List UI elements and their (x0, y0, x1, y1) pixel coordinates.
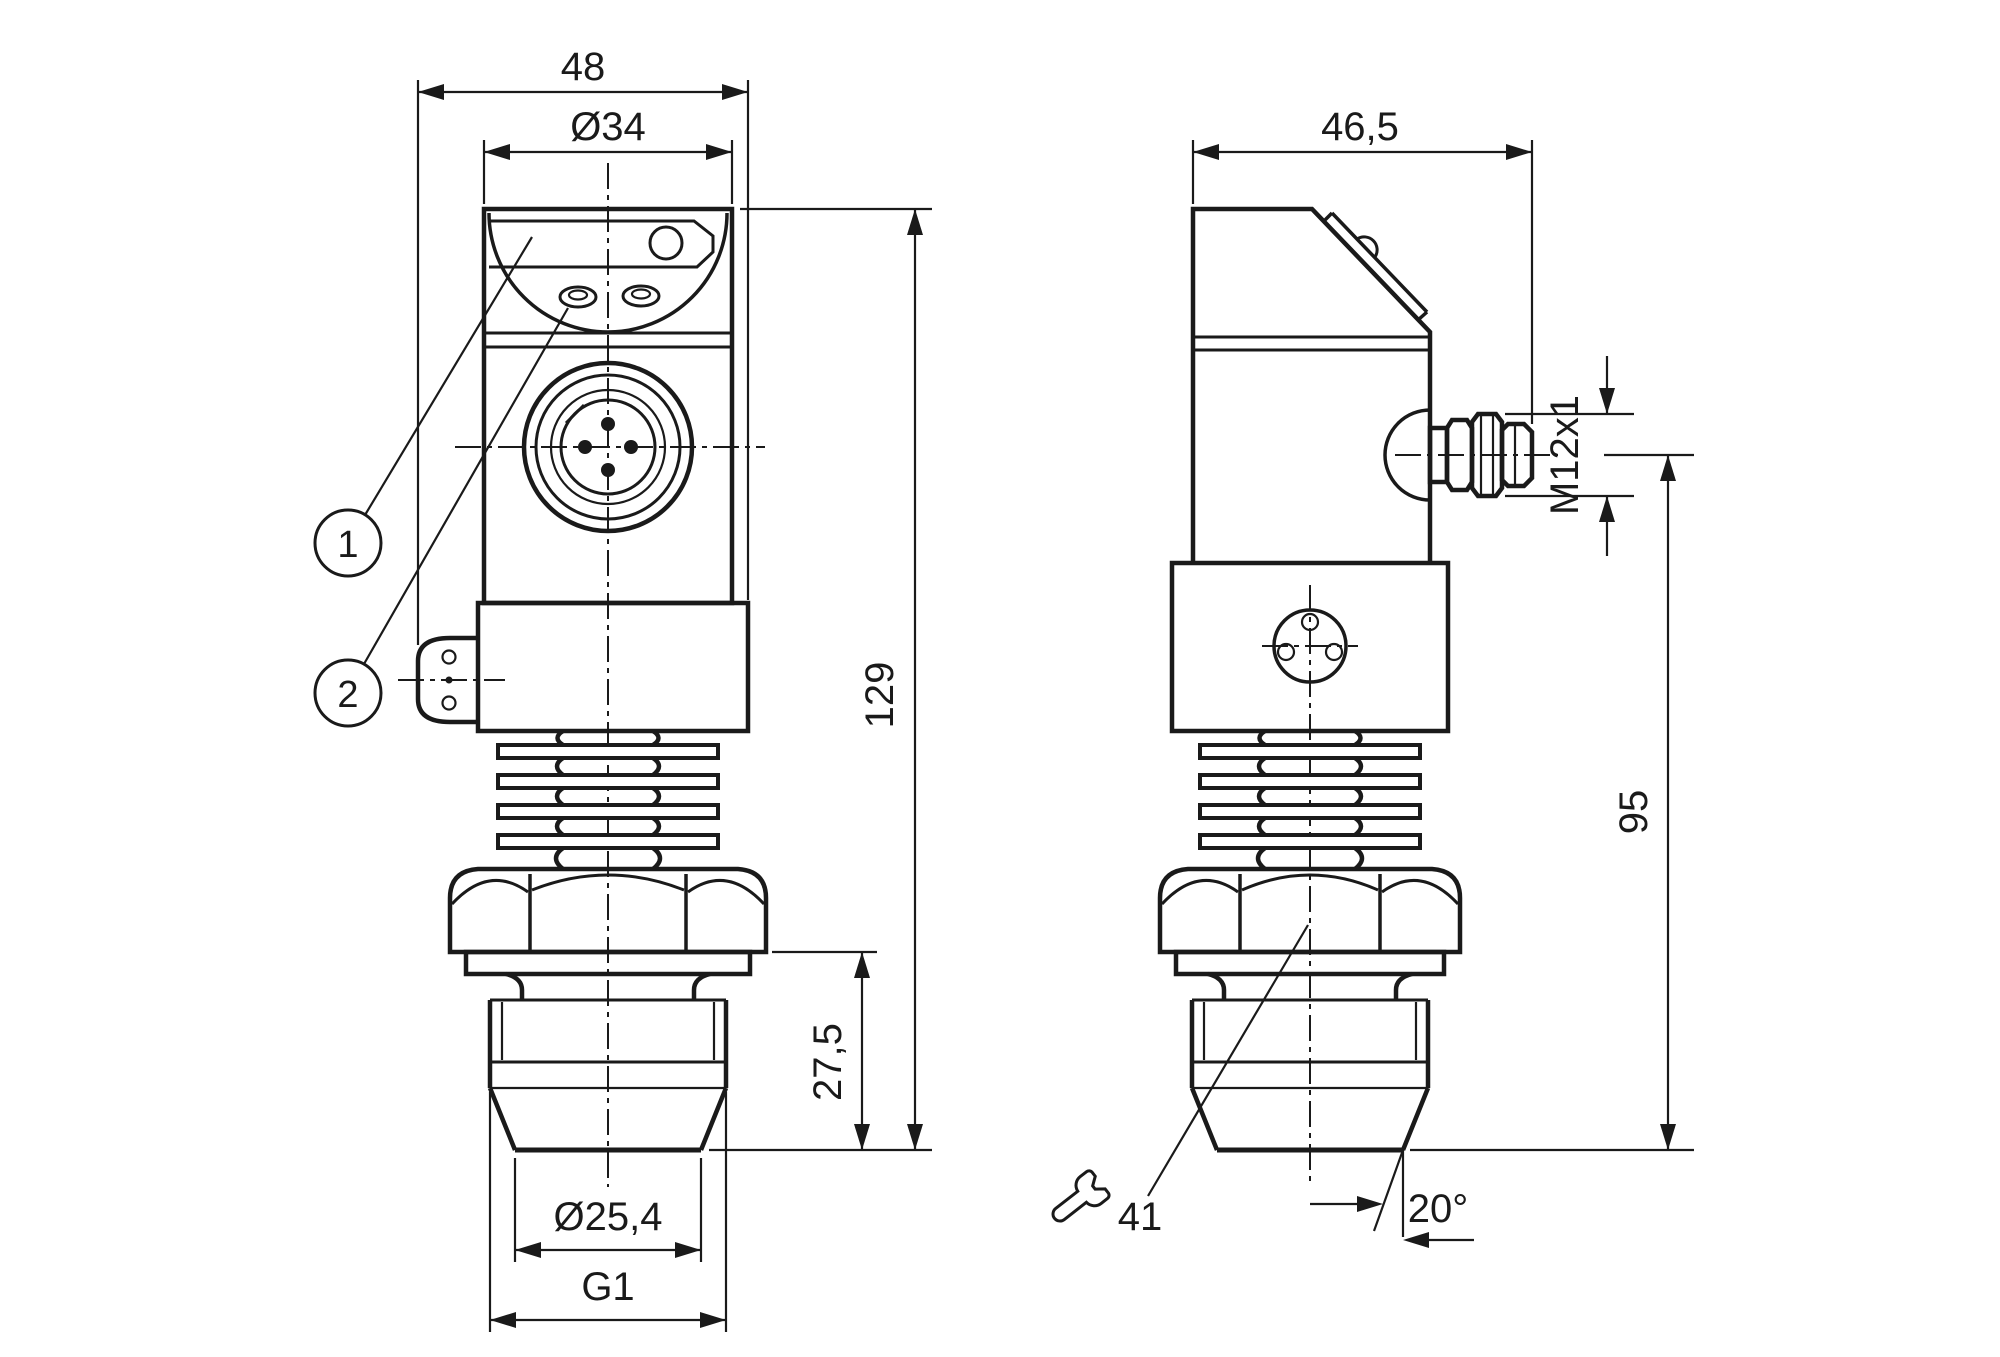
dim-head-diameter-label: Ø34 (570, 105, 646, 149)
connector-keying-notch (564, 403, 586, 425)
callout-2: 2 (313, 307, 569, 728)
sealing-washer-side (1173, 949, 1447, 977)
m12-connector-face (521, 360, 695, 534)
dim-wrench-size-label: 41 (1118, 1195, 1163, 1239)
label-plate (489, 219, 715, 269)
front-view: 48 Ø34 129 27,5 (313, 45, 932, 1332)
dim-tip-diameter: Ø25,4 (513, 1158, 703, 1262)
dim-wrench-size: 41 (1051, 924, 1309, 1239)
display-button-bump (1356, 235, 1379, 258)
hex-nut-side (1157, 866, 1463, 955)
dim-head-diameter: Ø34 (482, 105, 734, 204)
dim-connector-height-label: 95 (1612, 790, 1656, 835)
led-window-left (558, 285, 598, 309)
connector-pin (601, 463, 615, 477)
dim-lower-height-label: 27,5 (806, 1023, 850, 1101)
side-port-pattern (1272, 608, 1348, 684)
callout-1: 1 (313, 236, 533, 578)
dim-overall-depth-label: 46,5 (1321, 105, 1399, 149)
callout-1-label: 1 (337, 524, 358, 566)
led-window-left-inner (567, 289, 589, 301)
process-thread-front (487, 971, 729, 1153)
dim-overall-height-label: 129 (858, 662, 902, 729)
side-lower-block (1169, 560, 1451, 734)
vent-tab (415, 635, 478, 725)
callout-1-bubble (313, 508, 383, 578)
connector-pin (624, 440, 638, 454)
sealing-washer-front (463, 949, 753, 977)
side-view: 46,5 M12x1 95 20° (1051, 105, 1694, 1248)
m12-connector-side (1383, 408, 1535, 502)
wrench-icon (1051, 1169, 1111, 1223)
vent-tab-center (445, 676, 453, 684)
dim-connector-thread-label: M12x1 (1543, 395, 1587, 515)
cooling-fins (496, 729, 720, 871)
dim-connector-height: 95 (1410, 453, 1694, 1152)
sloped-display-strip (1322, 211, 1429, 322)
connector-ball-seat (1383, 408, 1431, 502)
dim-overall-depth: 46,5 (1191, 105, 1534, 424)
dim-overall-width-label: 48 (561, 45, 606, 89)
label-plate-hole (648, 225, 684, 261)
dim-connector-thread: M12x1 (1505, 356, 1634, 556)
dim-cone-angle-label: 20° (1408, 1187, 1469, 1231)
led-window-right-inner (630, 288, 652, 300)
connector-pin (578, 440, 592, 454)
dim-cone-angle: 20° (1310, 1149, 1474, 1248)
dim-process-connection-label: G1 (581, 1265, 634, 1309)
side-body-outline (1190, 206, 1433, 563)
lower-housing-block (475, 600, 751, 734)
side-seam-lines (1193, 335, 1430, 352)
callout-2-bubble (313, 658, 383, 728)
hex-nut-front (447, 866, 769, 955)
process-thread-side (1189, 971, 1431, 1153)
dim-overall-width: 48 (416, 45, 750, 645)
dim-overall-height: 129 (709, 207, 932, 1152)
dim-process-connection: G1 (488, 1092, 728, 1332)
dim-lower-height: 27,5 (772, 950, 877, 1150)
connector-pin (601, 417, 615, 431)
dim-tip-diameter-label: Ø25,4 (554, 1195, 663, 1239)
vent-tab-hole (441, 649, 457, 665)
callout-2-label: 2 (337, 674, 358, 716)
vent-tab-hole (441, 695, 457, 711)
led-window-right (621, 284, 661, 308)
cooling-fins-side (1198, 729, 1422, 871)
